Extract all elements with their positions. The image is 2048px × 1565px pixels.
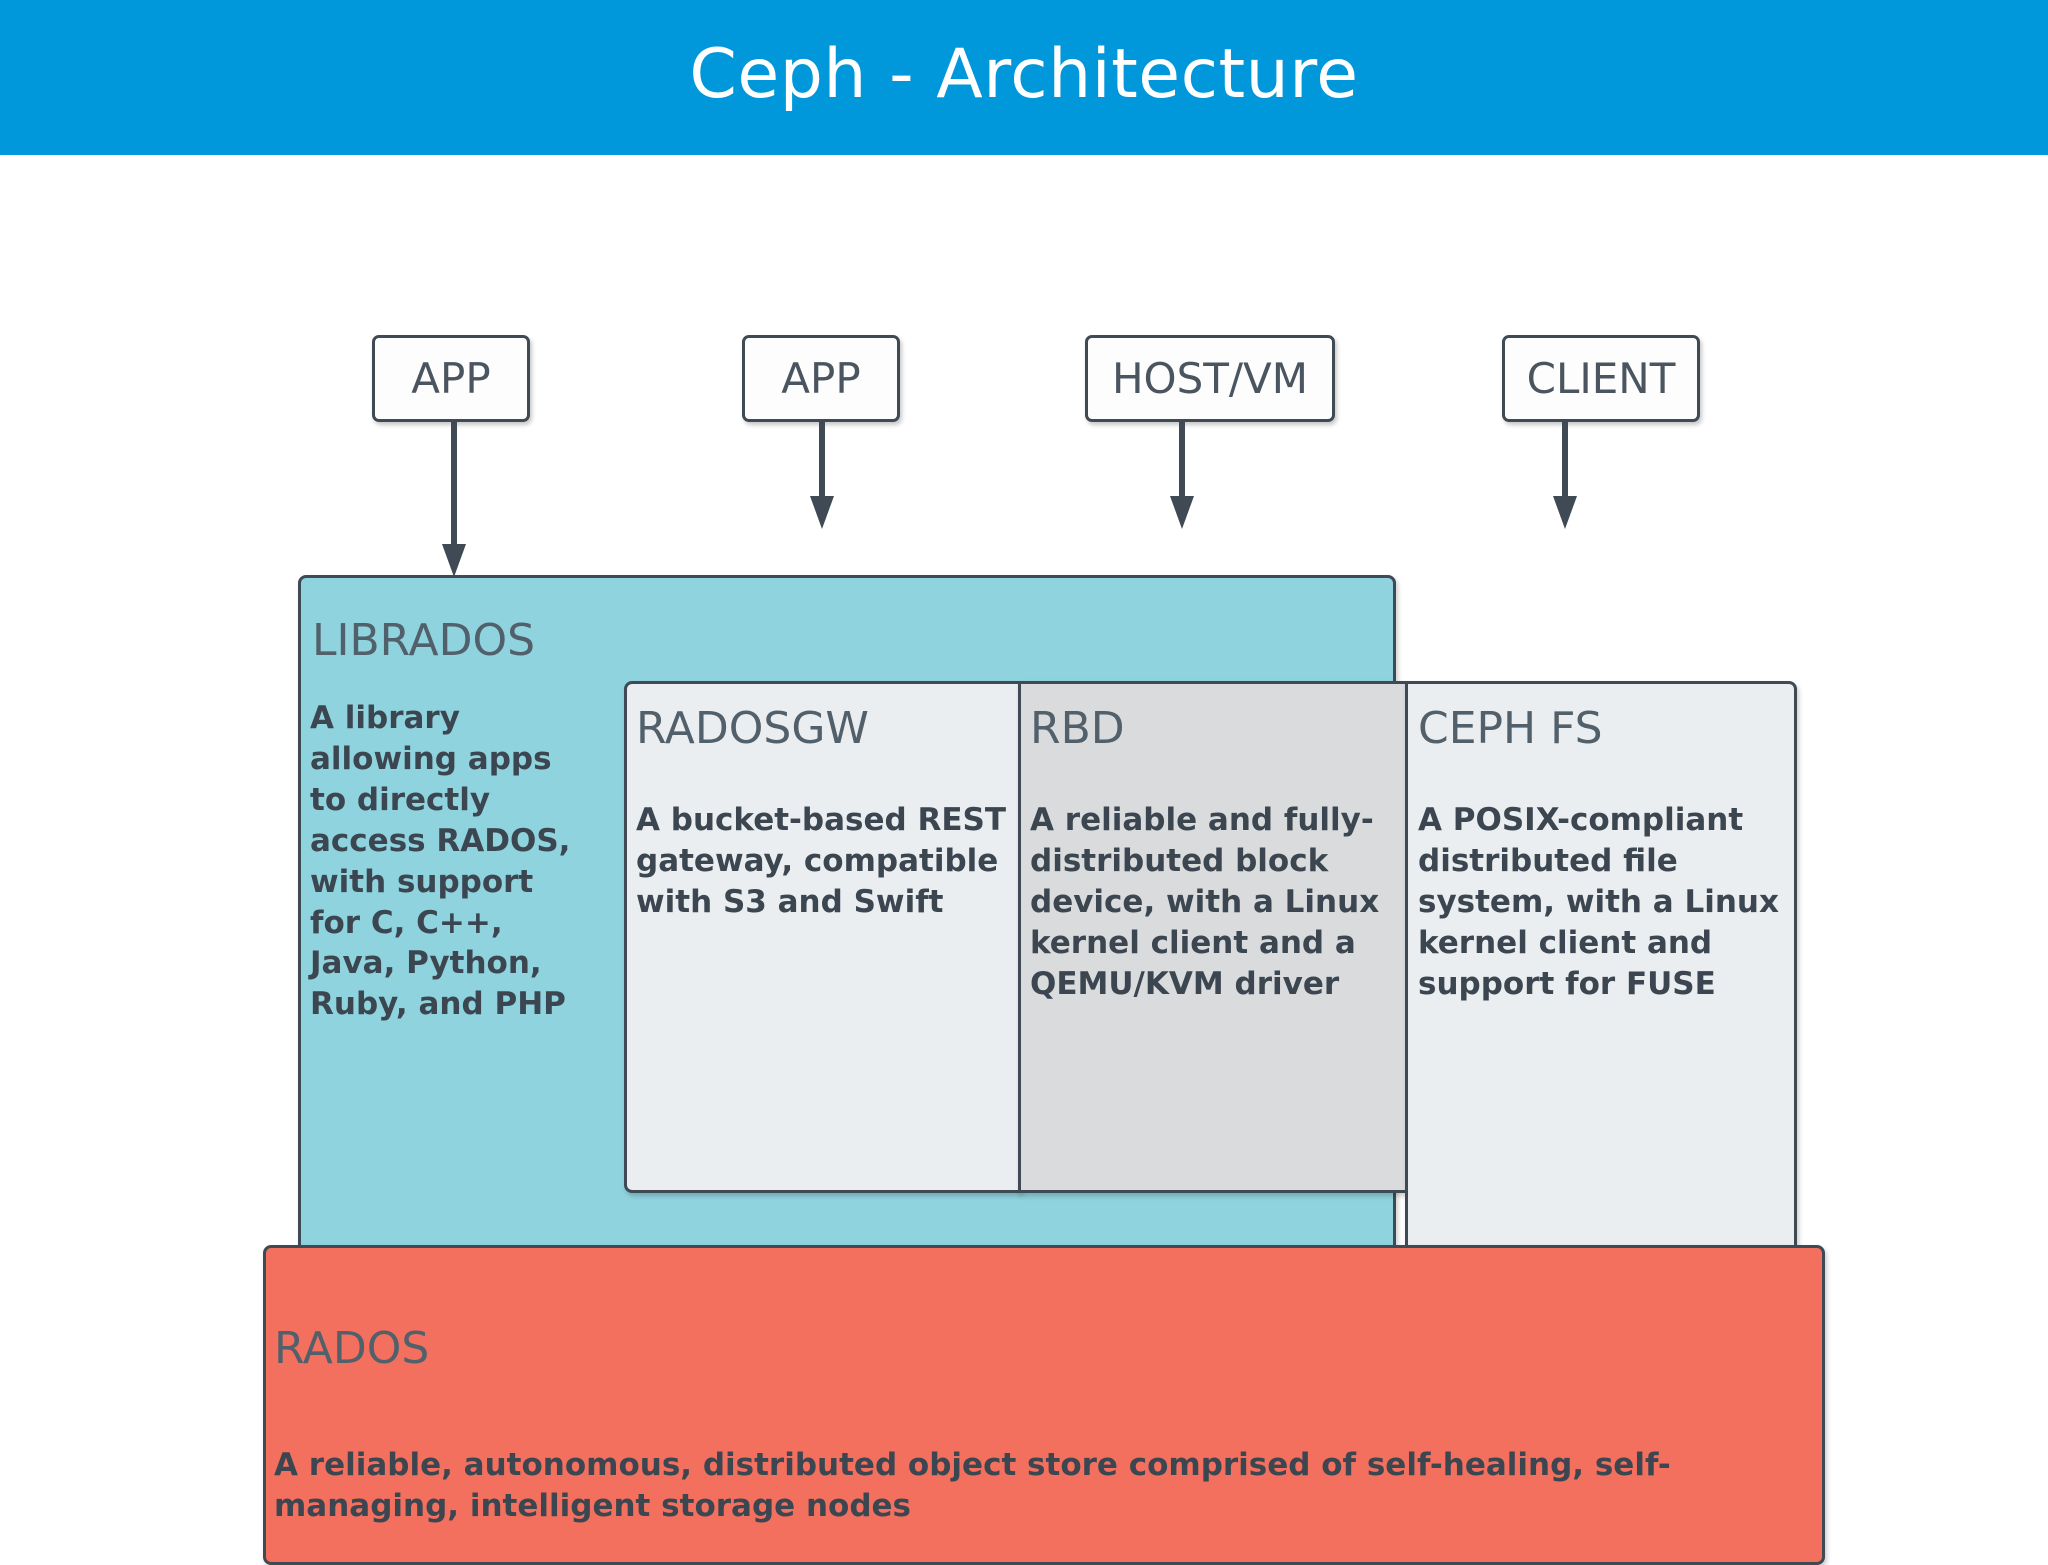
page-title: Ceph - Architecture	[689, 35, 1359, 114]
layer-description-rados: A reliable, autonomous, distributed obje…	[274, 1447, 1671, 1524]
client-box-label: APP	[411, 354, 491, 403]
client-box-label: CLIENT	[1526, 354, 1676, 403]
layer-title-librados: LIBRADOS	[312, 615, 536, 666]
arrow-hostvm-to-rbd	[1170, 422, 1194, 529]
client-box-app-2[interactable]: APP	[742, 335, 900, 422]
header-banner: Ceph - Architecture	[0, 0, 2048, 155]
client-box-app-1[interactable]: APP	[372, 335, 530, 422]
layer-title-rados: RADOS	[274, 1323, 430, 1374]
client-box-hostvm[interactable]: HOST/VM	[1085, 335, 1335, 422]
layer-title-radosgw: RADOSGW	[636, 703, 869, 754]
layer-box-radosgw[interactable]	[624, 681, 1021, 1193]
layer-description-cephfs: A POSIX-compliant distributed file syste…	[1418, 802, 1779, 1002]
layer-title-rbd: RBD	[1030, 703, 1125, 754]
client-box-label: HOST/VM	[1111, 354, 1309, 403]
arrow-app2-to-radosgw	[810, 422, 834, 529]
layer-box-rados[interactable]	[263, 1245, 1825, 1565]
architecture-diagram: APP APP HOST/VM CLIENT LIBRADOS A librar…	[0, 155, 2048, 1565]
layer-box-rbd[interactable]	[1018, 681, 1408, 1193]
layer-description-rbd: A reliable and fully-distributed block d…	[1030, 802, 1380, 1002]
client-box-client[interactable]: CLIENT	[1502, 335, 1700, 422]
layer-description-radosgw: A bucket-based REST gateway, compatible …	[636, 802, 1007, 920]
arrow-app1-to-librados	[442, 422, 466, 577]
arrow-client-to-cephfs	[1553, 422, 1577, 529]
layer-title-cephfs: CEPH FS	[1418, 703, 1603, 754]
layer-description-librados: A library allowing apps to directly acce…	[310, 700, 571, 1023]
layer-box-cephfs[interactable]	[1405, 681, 1797, 1293]
client-box-label: APP	[781, 354, 861, 403]
